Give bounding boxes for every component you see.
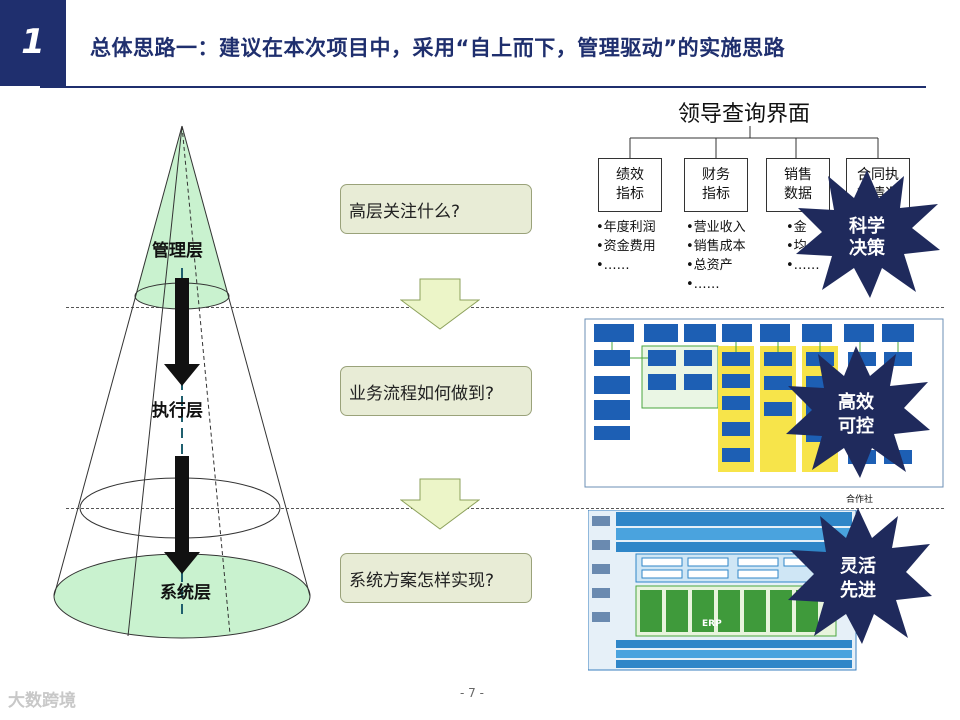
starburst-scientific-decision: 科学 决策: [796, 170, 940, 298]
section-number: 1: [21, 22, 45, 62]
separator-upper: [66, 307, 944, 308]
layer-label-management: 管理层: [152, 241, 203, 261]
page-title: 总体思路一：建议在本次项目中，采用“自上而下，管理驱动”的实施思路: [90, 36, 786, 60]
layer-label-execution: 执行层: [152, 401, 203, 421]
arrow-head-lower: [164, 552, 200, 574]
svg-text:决策: 决策: [849, 237, 886, 259]
arrow-head-upper: [164, 364, 200, 386]
starburst-flexible-advanced: 灵活 先进: [788, 508, 932, 644]
section-number-box: 1: [0, 0, 66, 86]
dashboard-box-finance: 财务 指标: [684, 158, 748, 212]
separator-lower: [66, 508, 944, 509]
down-arrow-upper: [400, 278, 480, 330]
arrow-shaft-lower: [175, 456, 189, 556]
cone-top-cap: [135, 126, 229, 309]
title-divider: [40, 86, 926, 88]
dashboard-box-performance: 绩效 指标: [598, 158, 662, 212]
arrow-shaft-upper: [175, 278, 189, 368]
flow-coop-label: 合作社: [846, 493, 873, 505]
erp-label: ERP: [702, 619, 722, 629]
dashboard-title: 领导查询界面: [678, 102, 811, 127]
watermark-logo: 大数跨境: [8, 691, 76, 711]
dashboard-box-sales: 销售 数据: [766, 158, 830, 212]
svg-text:科学: 科学: [849, 215, 885, 237]
question-box-top: 高层关注什么?: [340, 184, 532, 234]
svg-text:先进: 先进: [840, 579, 876, 601]
starburst-efficient-controllable: 高效 可控: [786, 346, 930, 478]
svg-text:可控: 可控: [838, 415, 874, 437]
question-box-bottom: 系统方案怎样实现?: [340, 553, 532, 603]
svg-text:高效: 高效: [838, 391, 875, 413]
page-number: - 7 -: [460, 686, 484, 700]
cone-diagram: [53, 125, 311, 639]
svg-text:灵活: 灵活: [840, 555, 876, 577]
question-box-middle: 业务流程如何做到?: [340, 366, 532, 416]
bullet-list-performance: •年度利润 •资金费用 •……: [596, 220, 656, 273]
layer-label-system: 系统层: [160, 583, 211, 603]
down-arrow-lower: [400, 478, 480, 530]
dashboard-tree-lines: [629, 126, 879, 158]
bullet-list-finance: •营业收入 •销售成本 •总资产 •……: [686, 220, 746, 292]
